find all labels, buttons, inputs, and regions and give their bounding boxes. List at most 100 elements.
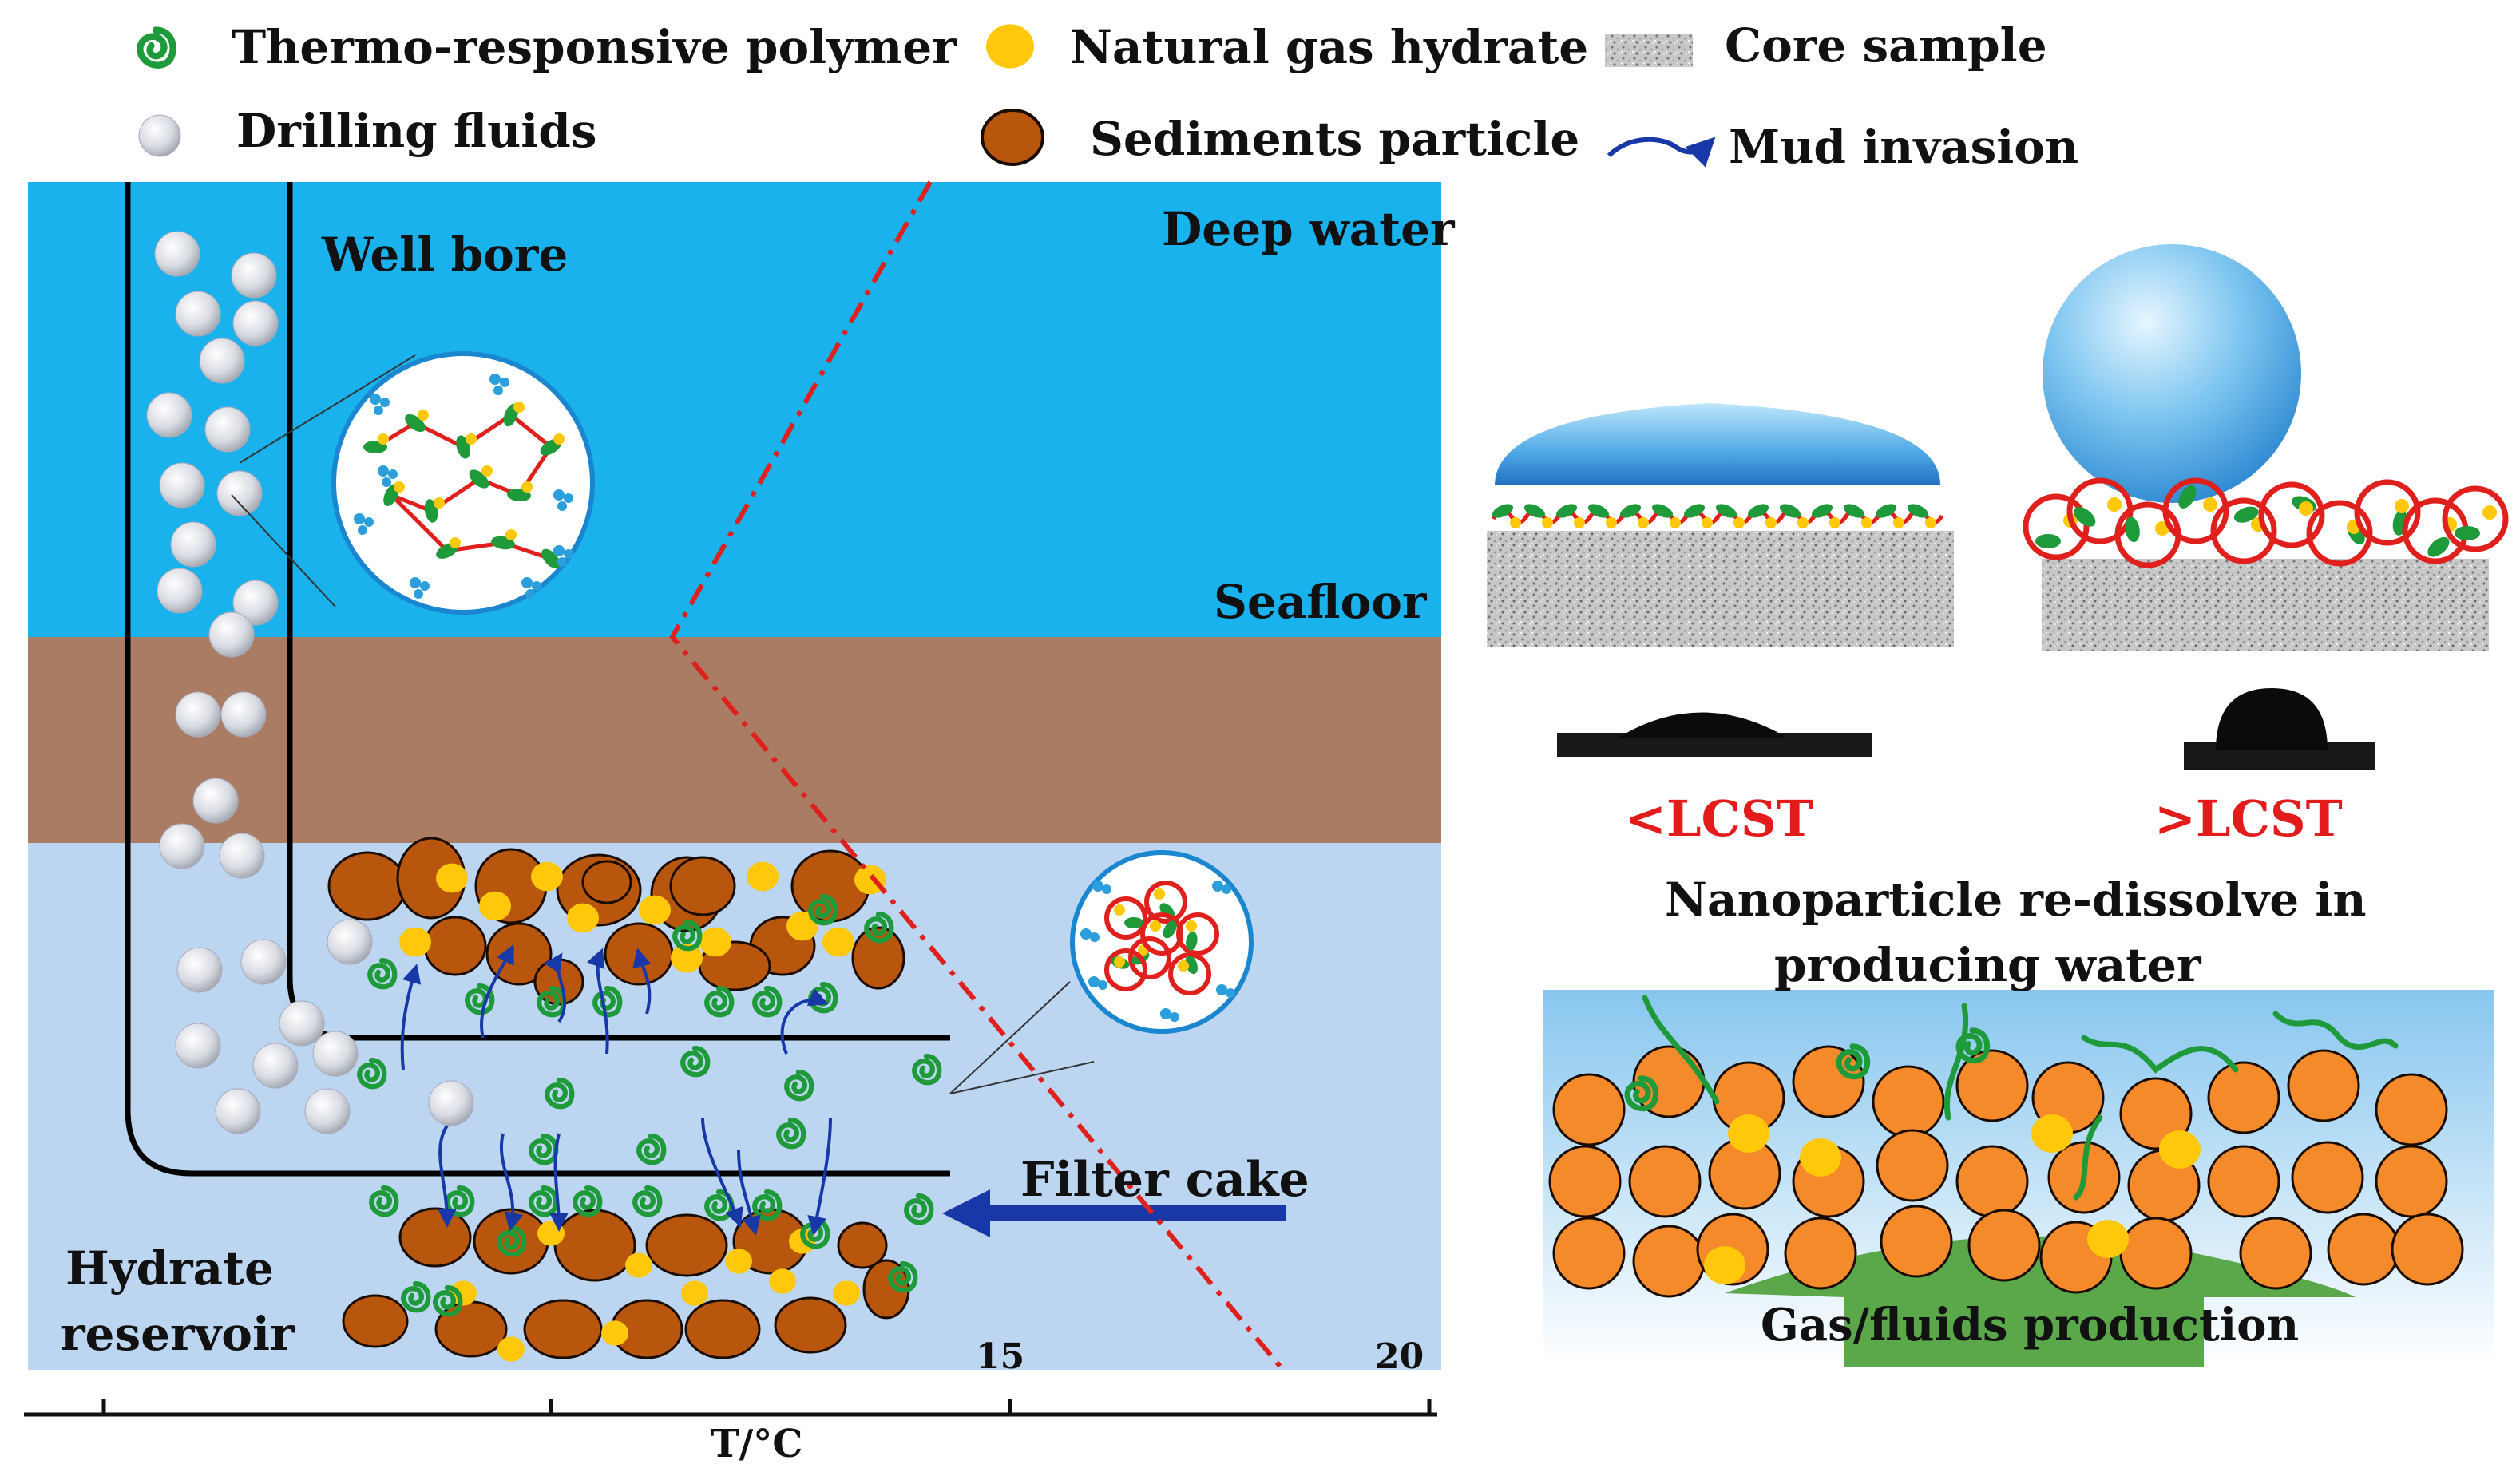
hydrate-bead: [505, 529, 517, 540]
sediment-particle: [553, 1209, 636, 1282]
hydrate-particle: [436, 863, 468, 893]
sediment-particle: [342, 1294, 409, 1348]
drilling-fluid-particle: [175, 1023, 221, 1069]
hydrate-bead: [481, 465, 493, 477]
left-panel: [24, 180, 1441, 1417]
water-molecule: [1088, 976, 1100, 987]
drilling-fluid-particle: [312, 1031, 359, 1077]
water-molecule: [1102, 884, 1111, 894]
water-molecule: [354, 513, 365, 524]
hydrate-particle: [986, 24, 1034, 69]
reservoir-particle: [1552, 1217, 1626, 1290]
hydrate-bead: [466, 433, 477, 445]
hydrate-particle: [769, 1268, 796, 1294]
water-molecule: [1170, 1012, 1179, 1022]
drilling-fluid-column: [146, 231, 474, 1134]
mud-invasion-arrow: [549, 1133, 569, 1232]
polymer-bead: [2233, 506, 2259, 523]
reservoir-particle: [2375, 1145, 2448, 1218]
core-sample-block-left: [1487, 531, 1954, 647]
water-molecule: [564, 549, 573, 559]
drilling-fluid-particle: [146, 392, 192, 438]
hydrate-particle: [531, 861, 563, 892]
zoom-guide-line: [239, 354, 416, 464]
reservoir-particle: [2207, 1061, 2280, 1134]
polymer-bead: [1185, 956, 1198, 975]
collapsed-polymer-loop: [2258, 481, 2325, 548]
drilling-fluid-particle: [304, 1088, 351, 1134]
sediment-particle: [669, 856, 736, 916]
hydrate-particle: [2087, 1220, 2129, 1258]
collapsed-polymer-loop: [1104, 896, 1147, 940]
hydrate-particle: [833, 1280, 860, 1306]
drilling-fluid-particle: [232, 300, 279, 346]
redissolve-label-line2: producing water: [1774, 938, 2201, 992]
polymer-bead: [1523, 504, 1546, 518]
mud-invasion-arrow: [499, 1133, 524, 1232]
hydrate-bead: [2482, 505, 2497, 520]
polymer-coil: [140, 30, 172, 65]
polymer-bead: [1747, 504, 1769, 518]
drilling-fluid-particle: [192, 778, 239, 824]
polymer-bead: [2125, 516, 2140, 543]
reservoir-particle: [1632, 1225, 1706, 1298]
water-molecule: [410, 577, 421, 588]
reservoir-particle: [1880, 1205, 1953, 1278]
polymer-bead: [1587, 504, 1610, 518]
zoom-inset-fluid: [231, 351, 595, 615]
drilling-fluid-particle: [157, 568, 203, 614]
right-panel: [1487, 244, 2509, 1367]
polymer-bead: [1651, 504, 1674, 518]
drilling-fluid-particle: [175, 291, 221, 337]
mud-invasion-arrow: [437, 1124, 457, 1228]
spreading-water-droplet: [1495, 403, 1941, 485]
polymer-bead: [1779, 504, 1801, 518]
redissolved-polymer-chain: [2272, 1011, 2399, 1051]
sediment-particle: [327, 851, 407, 921]
water-molecule: [521, 577, 533, 588]
sediment-particle: [684, 1299, 761, 1359]
drilling-fluid-particle: [219, 833, 265, 879]
hydrate-bead: [1150, 920, 1161, 932]
polymer-bead: [1555, 504, 1578, 518]
drilling-fluid-particle: [327, 919, 373, 965]
redissolved-polymer-chain: [2081, 1035, 2239, 1074]
sediment-particle: [398, 1207, 472, 1268]
water-molecule: [553, 545, 565, 556]
water-molecule: [1160, 1008, 1171, 1019]
polymer-bead: [1843, 504, 1865, 518]
reservoir-particle: [2119, 1217, 2193, 1290]
production-panel: [1543, 990, 2494, 1367]
hydrate-particle: [497, 1336, 525, 1362]
sediment-particle: [581, 860, 632, 904]
tick-label-15: 15: [976, 1336, 1025, 1377]
polymer-chain-segment: [509, 414, 553, 449]
hydrate-bead: [1925, 517, 1936, 528]
redissolved-polymer-chain: [1944, 1003, 1968, 1121]
axis-label-temperature: T/°C: [711, 1422, 803, 1466]
water-molecule: [1212, 881, 1223, 892]
reservoir-particle: [1552, 1073, 1626, 1146]
polymer-bead: [541, 548, 561, 569]
hydrate-bead: [1797, 517, 1809, 528]
drilling-fluid-particle: [428, 1080, 474, 1126]
water-molecule: [1216, 984, 1227, 995]
reservoir-particle: [2239, 1217, 2312, 1290]
water-molecule: [420, 581, 430, 591]
sediment-particle: [837, 1221, 888, 1269]
water-molecule: [553, 489, 565, 501]
zoom-inset-aggregate: [949, 850, 1254, 1094]
hydrate-bead: [450, 537, 461, 548]
drilling-fluid-particle: [170, 521, 216, 568]
water-molecule: [388, 469, 398, 479]
redissolve-label-line1: Nanoparticle re-dissolve in: [1665, 873, 2367, 927]
hydrate-bead: [1893, 517, 1904, 528]
polymer-bead: [1619, 504, 1642, 518]
water-molecule: [489, 374, 501, 385]
below-lcst-label: <LCST: [1625, 789, 1813, 848]
water-molecule: [370, 394, 381, 405]
polymer-bead: [2035, 534, 2061, 548]
reservoir-particle: [1784, 1217, 1857, 1290]
